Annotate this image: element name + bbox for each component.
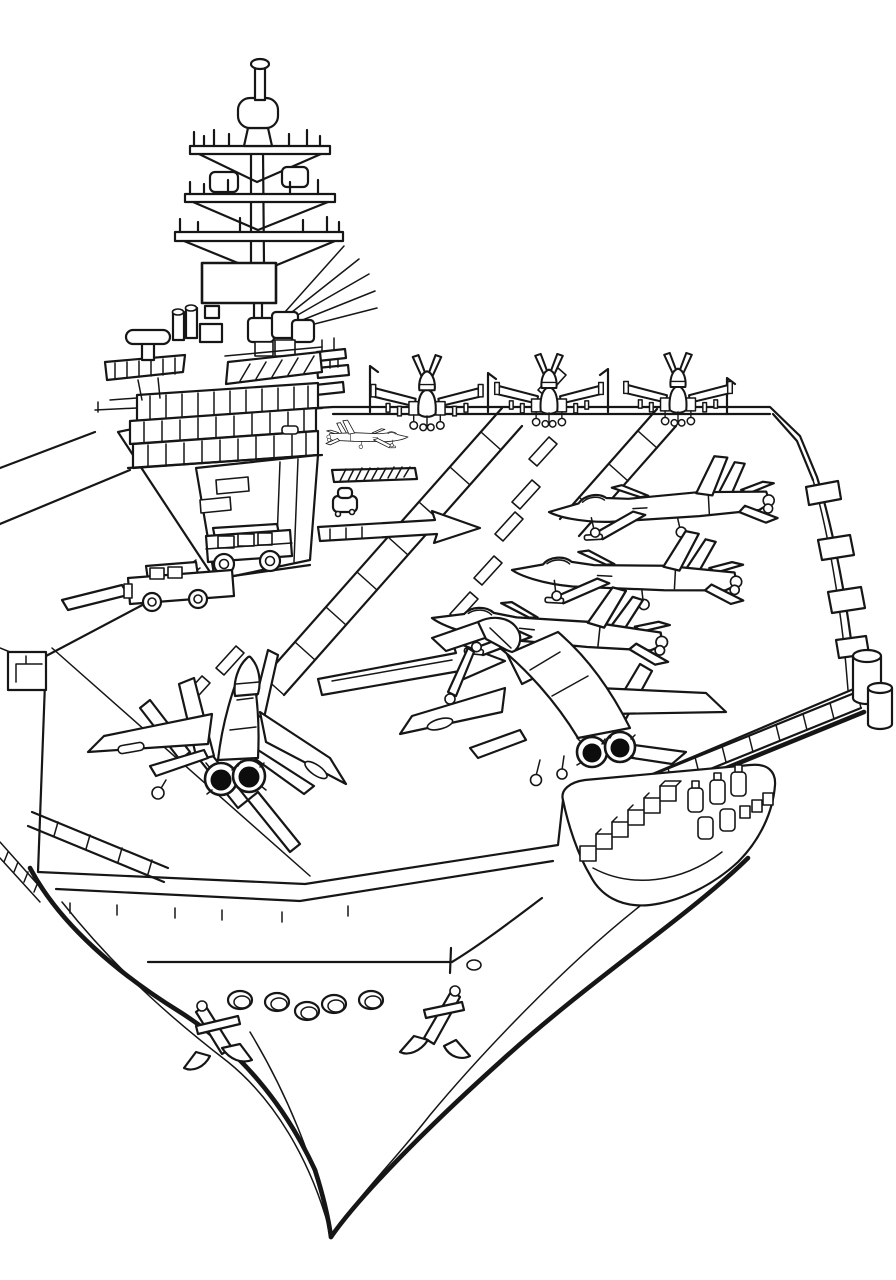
deck-truck-2 xyxy=(123,560,236,613)
deck-truck-1 xyxy=(204,522,294,576)
anchor-right xyxy=(398,985,472,1059)
hull xyxy=(27,855,751,1240)
starboard-sponson xyxy=(561,763,777,907)
deck-edge-posts xyxy=(368,364,737,416)
sponson-crates xyxy=(579,780,774,862)
portholes xyxy=(226,959,482,1022)
radar-dish-platform xyxy=(94,328,187,413)
bridge-window-bands xyxy=(126,381,324,470)
tow-tractor xyxy=(331,486,359,518)
radar-panel xyxy=(200,245,378,331)
storage-drums xyxy=(851,648,894,731)
sponson-canisters xyxy=(687,764,747,840)
anchor-left xyxy=(182,1000,254,1071)
jet-foreground-left xyxy=(86,648,348,800)
deck-arrow-markings xyxy=(316,509,507,697)
radar-mast xyxy=(173,57,345,322)
jet-foreground-right xyxy=(398,616,728,787)
deck-vehicles xyxy=(123,486,359,613)
blast-deflector-panel xyxy=(330,466,419,484)
island-top-equipment xyxy=(171,304,316,357)
